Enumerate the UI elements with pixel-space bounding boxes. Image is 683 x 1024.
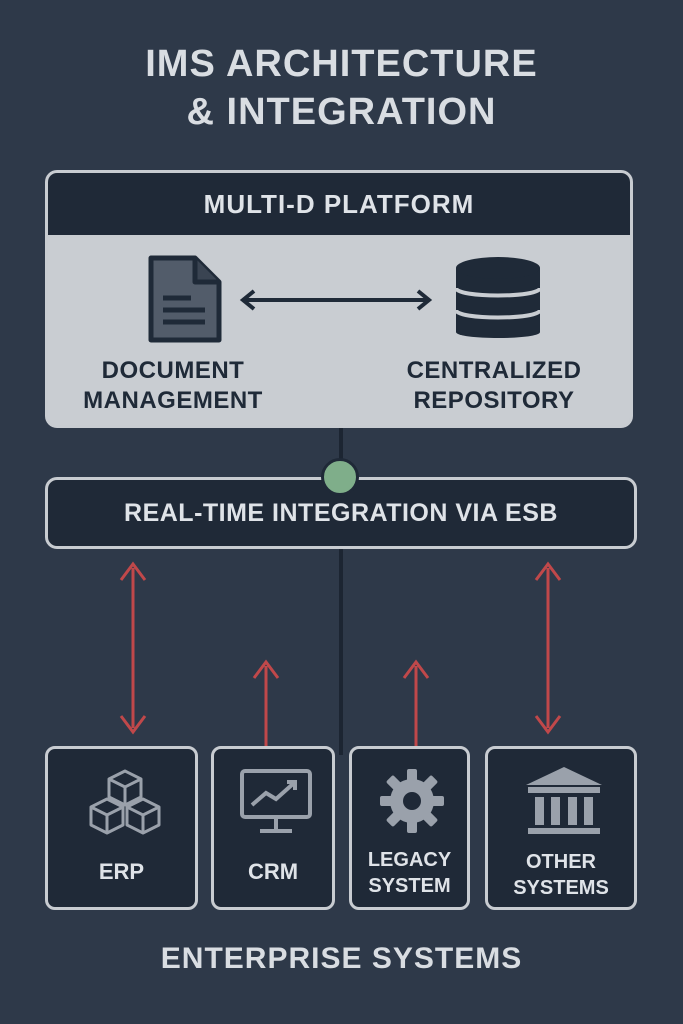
page-title: IMS ARCHITECTURE & INTEGRATION — [0, 40, 683, 136]
legacy-system-box: LEGACY SYSTEM — [349, 746, 470, 910]
erp-system-box: ERP — [45, 746, 198, 910]
other-label-line-2: SYSTEMS — [513, 877, 609, 899]
crm-system-box: CRM — [211, 746, 335, 910]
platform-body: DOCUMENT MANAGEMENT CENTRALIZED REPOSITO… — [48, 238, 630, 425]
monitor-chart-icon — [240, 769, 312, 833]
bank-icon — [526, 767, 602, 834]
document-label-line-2: MANAGEMENT — [83, 387, 263, 414]
document-label-line-1: DOCUMENT — [101, 357, 245, 384]
enterprise-systems-caption: ENTERPRISE SYSTEMS — [160, 942, 523, 975]
legacy-up-arrow — [402, 659, 430, 746]
legacy-label-line-2: SYSTEM — [368, 875, 451, 897]
other-systems-box: OTHER SYSTEMS — [485, 746, 637, 910]
platform-header: MULTI-D PLATFORM — [48, 173, 630, 238]
other-bidirectional-arrow — [534, 561, 562, 735]
centralized-repository-label: CENTRALIZED REPOSITORY — [388, 356, 600, 416]
repository-label-line-1: CENTRALIZED — [406, 357, 582, 384]
crm-label: CRM — [247, 859, 299, 884]
document-management-label: DOCUMENT MANAGEMENT — [68, 356, 278, 416]
crm-up-arrow — [252, 659, 280, 746]
legacy-label-line-1: LEGACY — [367, 849, 452, 871]
other-label-line-1: OTHER — [526, 851, 596, 873]
cubes-icon — [89, 769, 161, 835]
erp-label: ERP — [98, 859, 145, 884]
title-line-2: & INTEGRATION — [186, 91, 497, 133]
legacy-label: LEGACY SYSTEM — [352, 847, 467, 899]
database-icon — [454, 257, 542, 338]
title-line-1: IMS ARCHITECTURE — [145, 43, 538, 85]
esb-connection-node — [321, 458, 359, 496]
gear-icon — [380, 769, 444, 833]
sync-arrow-icon — [239, 289, 433, 311]
multi-d-platform-panel: MULTI-D PLATFORM DOCUMENT MANAGEMENT — [45, 170, 633, 428]
erp-bidirectional-arrow — [119, 561, 147, 735]
document-icon — [148, 255, 222, 343]
other-systems-label: OTHER SYSTEMS — [488, 849, 634, 901]
repository-label-line-2: REPOSITORY — [413, 387, 575, 414]
